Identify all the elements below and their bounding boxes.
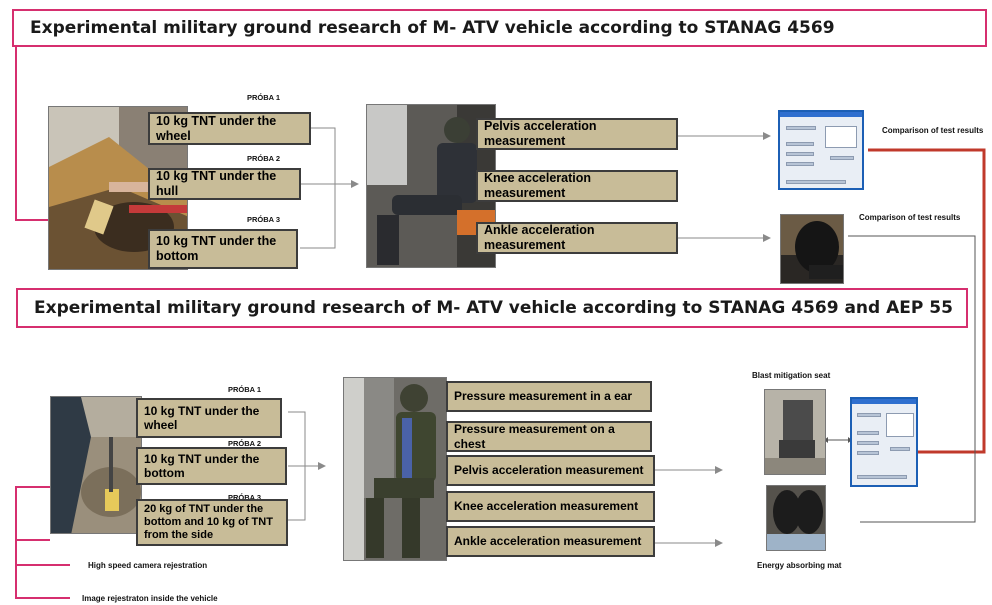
software-window-1: [778, 110, 864, 190]
comparison-label-1: Comparison of test results: [882, 126, 984, 135]
charge2-box-1: 10 kg TNT under the wheel: [136, 398, 282, 438]
probe-label-3: PRÓBA 3: [247, 215, 281, 224]
probe2-label-2: PRÓBA 2: [228, 439, 262, 448]
software-window-2: [850, 397, 918, 487]
mat-photo: [766, 485, 826, 551]
charge-box-3: 10 kg TNT under the bottom: [148, 229, 298, 269]
charge2-box-2: 10 kg TNT under the bottom: [136, 447, 287, 485]
seat-photo: [764, 389, 826, 475]
probe-label-1: PRÓBA 1: [247, 93, 281, 102]
explosive-photo-2: [50, 396, 142, 534]
blast-seat-label: Blast mitigation seat: [752, 371, 831, 380]
probe2-label-3: PRÓBA 3: [228, 493, 262, 502]
high-speed-camera-label: High speed camera rejestration: [88, 561, 208, 570]
image-registration-label: Image rejestraton inside the vehicle: [82, 594, 218, 603]
measurement2-box-ear: Pressure measurement in a ear: [446, 381, 652, 412]
charge2-box-3: 20 kg of TNT under the bottom and 10 kg …: [136, 499, 288, 546]
charge-box-1: 10 kg TNT under the wheel: [148, 112, 311, 145]
ankle-photo: [780, 214, 844, 284]
comparison-label-2: Comparison of test results: [859, 213, 961, 222]
section2-title: Experimental military ground research of…: [16, 288, 968, 328]
measurement-box-knee: Knee acceleration measurement: [476, 170, 678, 202]
measurement2-box-ankle: Ankle acceleration measurement: [446, 526, 655, 557]
measurement-box-ankle: Ankle acceleration measurement: [476, 222, 678, 254]
dummy-photo-2: [343, 377, 447, 561]
energy-mat-label: Energy absorbing mat: [757, 561, 842, 570]
measurement2-box-chest: Pressure measurement on a chest: [446, 421, 652, 452]
measurement2-box-pelvis: Pelvis acceleration measurement: [446, 455, 655, 486]
charge-box-2: 10 kg TNT under the hull: [148, 168, 301, 200]
probe-label-2: PRÓBA 2: [247, 154, 281, 163]
measurement2-box-knee: Knee acceleration measurement: [446, 491, 655, 522]
probe2-label-1: PRÓBA 1: [228, 385, 262, 394]
measurement-box-pelvis: Pelvis acceleration measurement: [476, 118, 678, 150]
section1-title: Experimental military ground research of…: [12, 9, 987, 47]
